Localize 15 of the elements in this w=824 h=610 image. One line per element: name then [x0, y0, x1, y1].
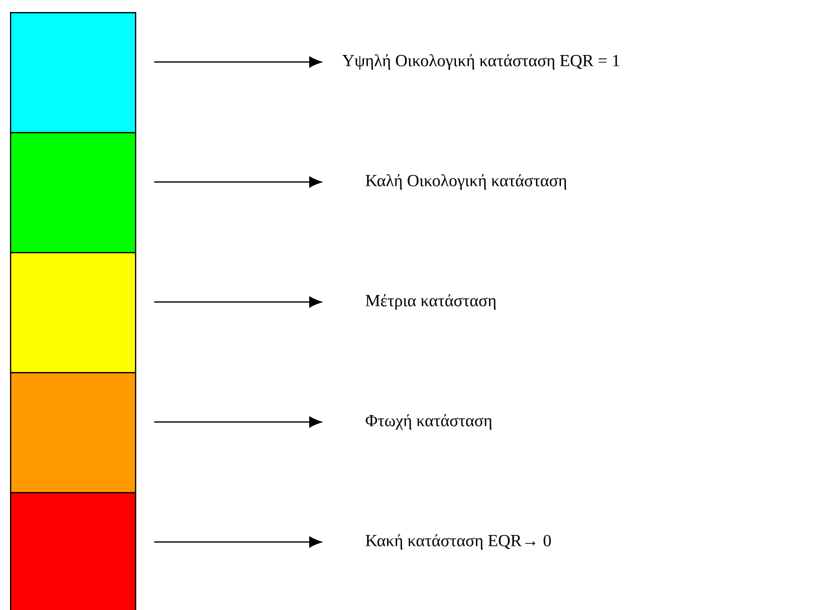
arrow: [154, 416, 322, 428]
status-label: Φτωχή κατάσταση: [366, 414, 492, 430]
arrow: [154, 536, 322, 548]
status-label: Μέτρια κατάσταση: [366, 294, 496, 310]
status-label: Καλή Οικολογική κατάσταση: [366, 174, 566, 190]
color-band: [10, 372, 136, 494]
color-band: [10, 252, 136, 374]
color-band: [10, 132, 136, 254]
color-band: [10, 492, 136, 610]
status-label: Υψηλή Οικολογική κατάσταση EQR = 1: [342, 54, 620, 70]
arrow: [154, 296, 322, 308]
arrow: [154, 176, 322, 188]
arrow: [154, 56, 322, 68]
color-band: [10, 12, 136, 134]
status-label: Κακή κατάσταση EQR→ 0: [366, 534, 551, 550]
